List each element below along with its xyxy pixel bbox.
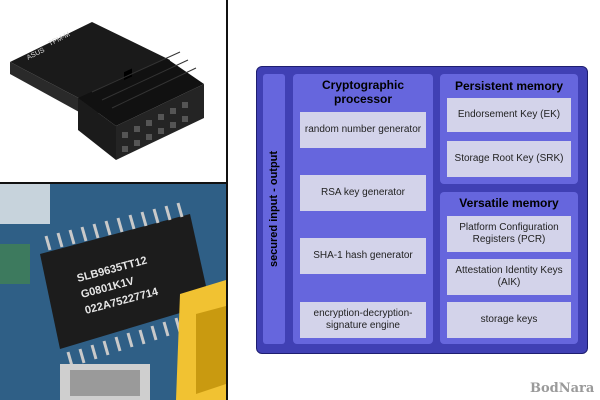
vertical-divider <box>226 0 228 400</box>
secured-io-label: secured input - output <box>268 150 280 268</box>
tpm-chip-illustration: SLB9635TT12 G0801K1V 022A75227714 <box>0 184 226 400</box>
tpm-chip-photo: SLB9635TT12 G0801K1V 022A75227714 <box>0 184 226 400</box>
crypto-item-engine: encryption-decryption-signature engine <box>300 302 426 338</box>
versatile-item-storage-keys: storage keys <box>447 302 571 338</box>
secured-io-column <box>263 74 285 344</box>
persistent-item-ek: Endorsement Key (EK) <box>447 98 571 132</box>
persistent-item-srk: Storage Root Key (SRK) <box>447 141 571 177</box>
tpm-module-illustration: ASUS TPM-M <box>10 22 204 160</box>
watermark-logo: BodNara <box>530 381 595 396</box>
crypto-processor-title: Cryptographic processor <box>321 78 404 106</box>
persistent-memory-title: Persistent memory <box>454 79 564 93</box>
horizontal-divider <box>0 182 228 184</box>
versatile-item-pcr: Platform Configuration Registers (PCR) <box>447 216 571 252</box>
versatile-item-aik: Attestation Identity Keys (AIK) <box>447 259 571 295</box>
versatile-memory-title: Versatile memory <box>459 196 559 210</box>
crypto-item-rng: random number generator <box>300 112 426 148</box>
crypto-item-rsa: RSA key generator <box>300 175 426 211</box>
tpm-module-photo: ASUS TPM-M <box>0 0 226 182</box>
crypto-item-sha1: SHA-1 hash generator <box>300 238 426 274</box>
